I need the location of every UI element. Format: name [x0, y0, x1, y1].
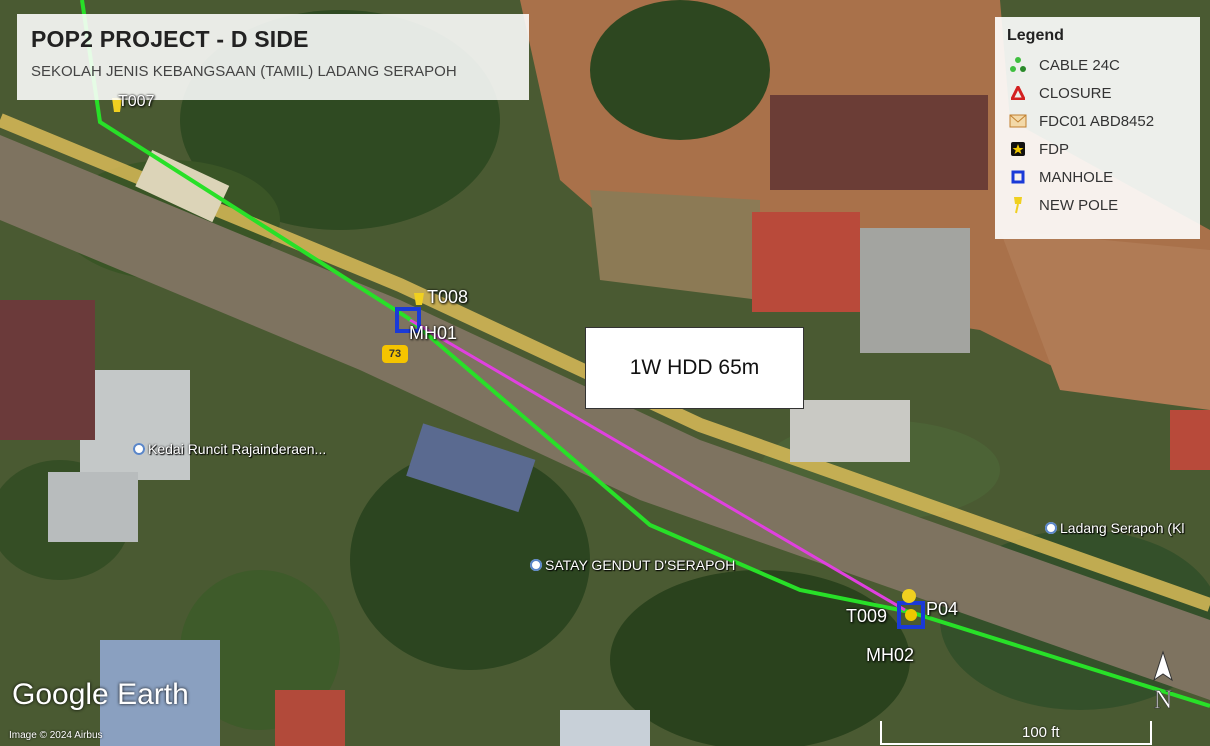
poi-kedai-runcit[interactable]: Kedai Runcit Rajainderaen... — [133, 441, 326, 457]
triangle-icon — [1007, 84, 1029, 102]
legend-item-cable: CABLE 24C — [1007, 51, 1188, 79]
project-title: POP2 PROJECT - D SIDE — [31, 26, 309, 52]
place-pin-icon — [133, 443, 145, 455]
poi-label: Kedai Runcit Rajainderaen... — [148, 441, 327, 457]
pole-label-t007[interactable]: T007 — [118, 93, 155, 110]
legend-item-closure: CLOSURE — [1007, 79, 1188, 107]
legend-item-fdc: FDC01 ABD8452 — [1007, 107, 1188, 135]
legend-item-fdp: FDP — [1007, 135, 1188, 163]
google-earth-logo: Google Earth — [12, 678, 189, 711]
scale-label: 100 ft — [1022, 724, 1060, 741]
title-panel: POP2 PROJECT - D SIDE SEKOLAH JENIS KEBA… — [17, 14, 529, 100]
legend-label: MANHOLE — [1039, 168, 1114, 186]
fdp-label-p04[interactable]: P04 — [926, 599, 959, 619]
legend-label: FDC01 ABD8452 — [1039, 112, 1155, 130]
hdd-callout: 1W HDD 65m — [585, 327, 804, 409]
project-subtitle: SEKOLAH JENIS KEBANGSAAN (TAMIL) LADANG … — [31, 63, 457, 80]
north-arrow-icon[interactable]: N — [1148, 650, 1178, 720]
poi-ladang-serapoh[interactable]: Ladang Serapoh (Kl — [1045, 520, 1185, 536]
legend-label: CABLE 24C — [1039, 56, 1120, 74]
envelope-icon — [1007, 112, 1029, 130]
pushpin-icon — [1007, 196, 1029, 214]
place-pin-icon — [530, 559, 542, 571]
star-icon — [1007, 140, 1029, 158]
compass-letter: N — [1154, 685, 1173, 714]
legend-item-new-pole: NEW POLE — [1007, 191, 1188, 219]
road-shield: 73 — [382, 345, 408, 363]
legend-label: CLOSURE — [1039, 84, 1112, 102]
manhole-label-mh02[interactable]: MH02 — [866, 645, 915, 665]
poi-label: Ladang Serapoh (Kl — [1060, 520, 1185, 536]
scale-bar — [880, 721, 1152, 745]
legend-label: NEW POLE — [1039, 196, 1119, 214]
legend-panel: Legend CABLE 24C CLOSURE FDC01 ABD8452 F… — [995, 17, 1200, 239]
imagery-copyright: Image © 2024 Airbus — [9, 730, 103, 741]
manhole-label-mh01[interactable]: MH01 — [409, 323, 458, 343]
legend-item-manhole: MANHOLE — [1007, 163, 1188, 191]
pole-label-t009[interactable]: T009 — [846, 606, 888, 626]
pole-label-t008[interactable]: T008 — [427, 287, 469, 307]
poi-satay-gendut[interactable]: SATAY GENDUT D'SERAPOH — [530, 557, 735, 573]
poi-label: SATAY GENDUT D'SERAPOH — [545, 557, 736, 573]
legend-label: FDP — [1039, 140, 1069, 158]
square-icon — [1007, 168, 1029, 186]
legend-title: Legend — [1007, 27, 1064, 44]
cable-icon — [1007, 56, 1029, 74]
place-pin-icon — [1045, 522, 1057, 534]
